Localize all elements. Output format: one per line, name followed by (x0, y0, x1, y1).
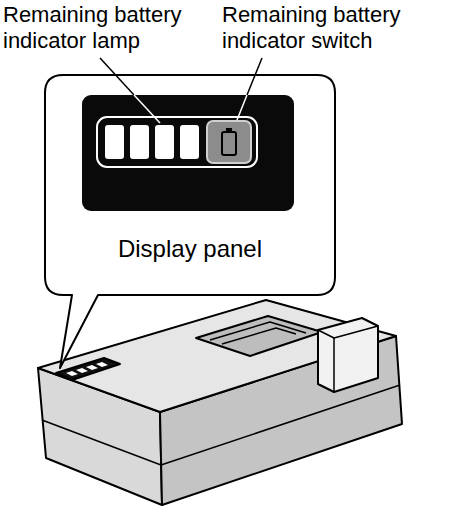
battery-icon-cap (226, 128, 232, 132)
indicator-strip (97, 117, 257, 167)
battery-display-bars (66, 362, 108, 376)
battery-trim (42, 385, 400, 465)
battery-pack (38, 300, 402, 505)
rail-slot (210, 322, 306, 340)
callout-box: Display panel (45, 75, 335, 295)
part-name: Remaining battery indicator lamp (3, 2, 208, 54)
latch-edge (318, 326, 378, 338)
battery-latch (318, 318, 378, 392)
rail-slot (222, 328, 296, 344)
leader-line (247, 58, 262, 95)
battery-display (56, 358, 120, 380)
latch-edge (333, 338, 335, 392)
indicator-lamps (105, 125, 199, 159)
indicator-switch (207, 121, 251, 163)
battery-icon (222, 132, 236, 155)
panel-caption: Display panel (45, 235, 335, 263)
leader-line (134, 95, 160, 123)
battery-rail (196, 316, 322, 356)
callout-balloon (45, 75, 335, 368)
battery-top-face (38, 300, 396, 412)
leader-line (100, 58, 134, 95)
part-name: Remaining battery indicator switch (222, 2, 462, 54)
display-panel-face (82, 95, 294, 211)
leader-line (237, 95, 247, 120)
